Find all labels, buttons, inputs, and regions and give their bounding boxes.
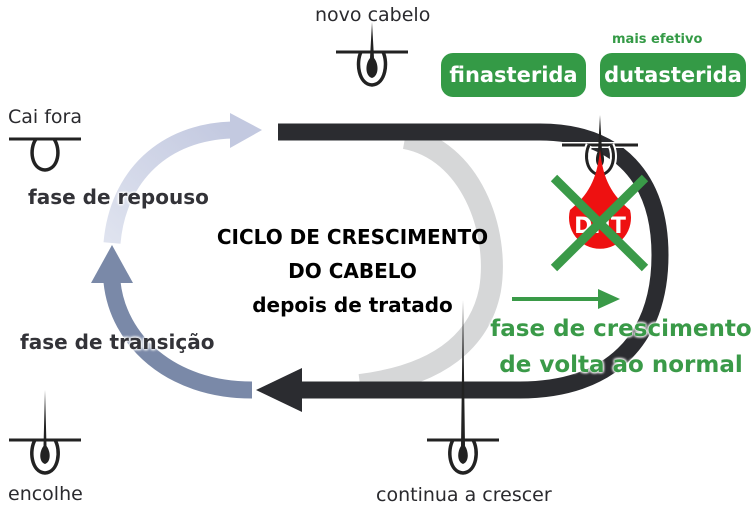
title-line-2: DO CABELO — [288, 259, 417, 283]
title-line-1: CICLO DE CRESCIMENTO — [216, 225, 489, 249]
growth-arrow-head — [256, 368, 302, 412]
finasteride-badge[interactable]: finasterida — [441, 53, 586, 97]
dutasteride-badge[interactable]: dutasterida — [600, 53, 746, 97]
growth-phase-line-2: de volta ao normal — [499, 352, 743, 378]
growth-phase-label: fase de crescimento de volta ao normal — [490, 311, 752, 383]
transition-arrow-head — [91, 245, 133, 283]
falls-out-label: Cai fora — [8, 106, 82, 128]
rest-arrow-head — [230, 113, 262, 148]
transition-phase-arrow — [103, 280, 253, 399]
dht-drop-icon — [569, 150, 631, 249]
more-effective-note: mais efetivo — [612, 32, 703, 47]
follicle-keeps-growing-icon — [427, 300, 499, 475]
rest-phase-label: fase de repouso — [28, 185, 209, 209]
new-hair-label: novo cabelo — [315, 4, 431, 26]
title-line-3: depois de tratado — [252, 293, 453, 317]
inner-cycle-arc — [358, 127, 503, 396]
shrinks-label: encolhe — [8, 483, 83, 505]
keeps-growing-label: continua a crescer — [376, 484, 552, 506]
green-pointer-head — [598, 289, 620, 309]
follicle-falls-out-icon — [9, 137, 81, 172]
diagram-title: CICLO DE CRESCIMENTO DO CABELO depois de… — [180, 220, 525, 322]
transition-phase-label: fase de transição — [20, 330, 215, 354]
follicle-new-hair-icon — [336, 22, 408, 87]
growth-phase-line-1: fase de crescimento — [490, 316, 752, 342]
blocked-x-icon — [550, 174, 649, 272]
rest-phase-arrow — [103, 121, 233, 244]
follicle-shrinks-icon — [9, 390, 81, 475]
